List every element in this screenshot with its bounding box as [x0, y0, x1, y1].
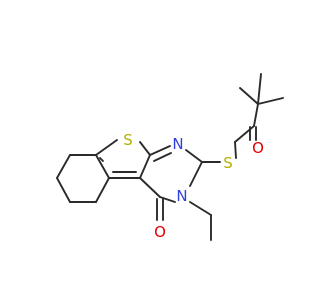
thiophene-ring: [95, 139, 151, 179]
bond: [239, 87, 259, 105]
bond: [95, 139, 118, 156]
bond: [149, 145, 171, 156]
side-chain: [201, 73, 284, 163]
bond: [189, 201, 212, 216]
oxygen-ketone-label: O: [252, 139, 264, 157]
bond: [139, 177, 161, 198]
background: [0, 0, 300, 300]
bond: [257, 73, 262, 105]
nitrogen-ring-label: N: [172, 135, 183, 153]
molecule-structure: S N S N O O: [0, 0, 300, 300]
bond: [139, 154, 151, 179]
sulfur-thioether-label: S: [223, 154, 233, 172]
sulfur-ring-label: S: [123, 131, 133, 149]
bond: [189, 161, 203, 187]
bond: [253, 103, 259, 127]
bond: [56, 154, 71, 179]
bond: [185, 149, 203, 163]
lactam-carbonyl: [156, 198, 164, 221]
bond: [234, 141, 237, 159]
cyclohexane-ring: [56, 154, 110, 203]
bond: [153, 152, 172, 162]
bond: [139, 141, 151, 156]
nitrogen-ethyl-label: N: [176, 187, 187, 205]
oxygen-lactam-label: O: [154, 223, 166, 241]
pyrimidinone-ring: [139, 145, 203, 203]
bond: [95, 154, 110, 179]
bond: [257, 97, 284, 105]
bond: [56, 177, 71, 203]
bond: [159, 196, 176, 203]
bond: [99, 157, 104, 162]
bond: [95, 177, 110, 203]
ethyl-group: [189, 201, 212, 241]
